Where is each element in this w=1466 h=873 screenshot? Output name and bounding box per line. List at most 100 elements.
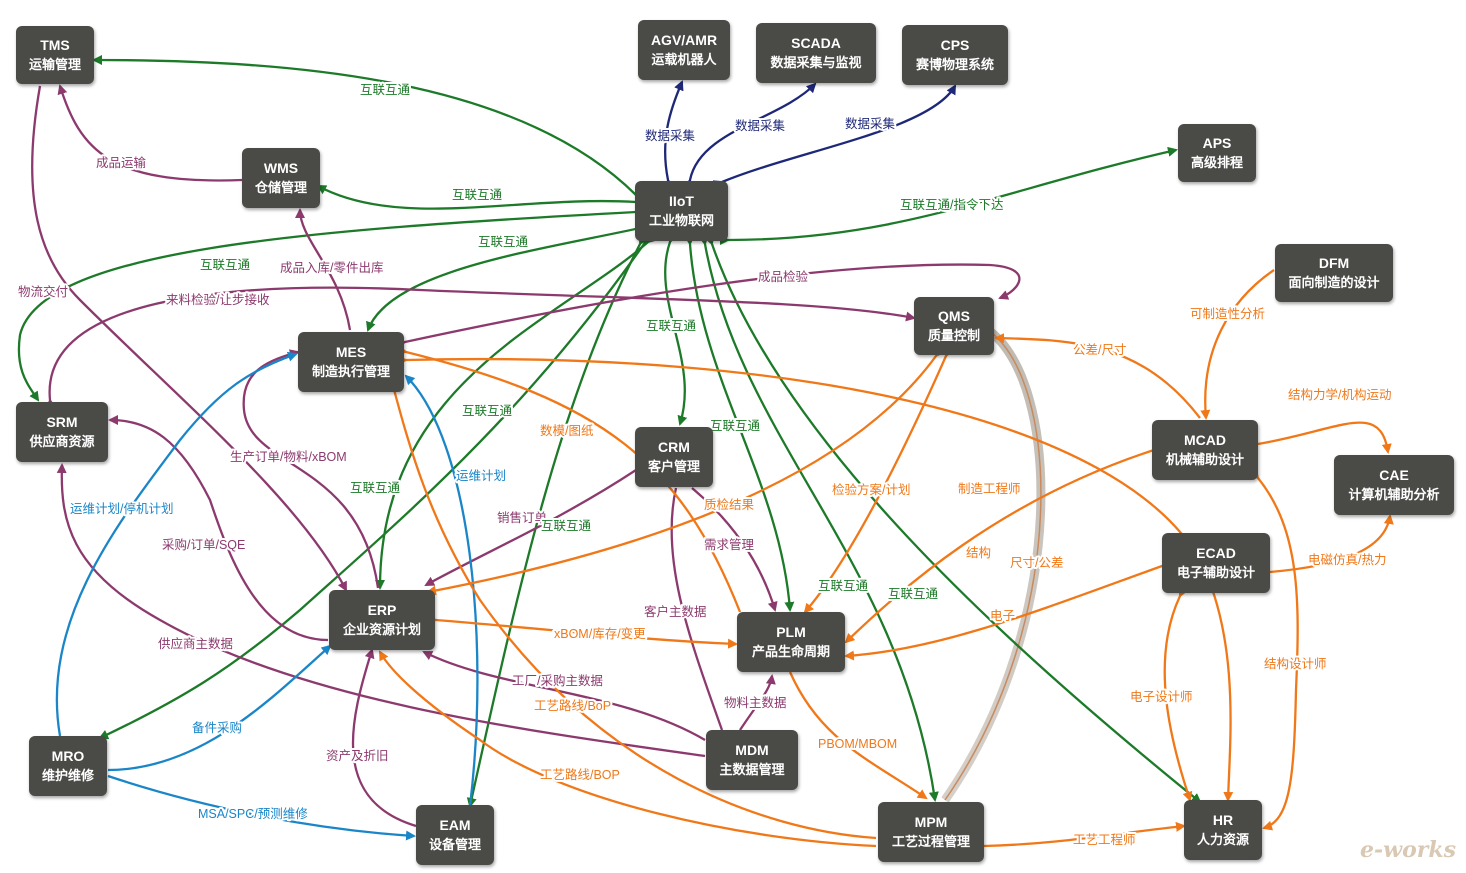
- node-desc: 数据采集与监视: [770, 55, 862, 70]
- node-wms[interactable]: WMS 仓储管理: [242, 148, 320, 208]
- edge-mcad-hr: [1249, 468, 1299, 831]
- node-dfm[interactable]: DFM 面向制造的设计: [1275, 244, 1393, 302]
- node-mcad[interactable]: MCAD 机械辅助设计: [1152, 420, 1258, 480]
- edge-label: PBOM/MBOM: [818, 737, 897, 751]
- edge-label: 运维计划: [456, 469, 506, 483]
- node-name: CAE: [1379, 467, 1409, 483]
- edge-tms-erp: [31, 85, 348, 592]
- edge-mro-eam: [107, 774, 416, 841]
- edge-label: 来料检验/让步接收: [166, 292, 270, 307]
- node-name: EAM: [439, 817, 471, 833]
- edge-ecad-plm: [844, 558, 1172, 661]
- node-erp[interactable]: ERP 企业资源计划: [329, 590, 435, 650]
- edge-label: 成品检验: [758, 269, 809, 284]
- node-name: WMS: [263, 160, 299, 176]
- edge-label: 销售订单: [497, 510, 547, 525]
- edge-labels: 互联互通 数据采集 数据采集 数据采集 成品运输 互联互通 互联互通/指令下达 …: [16, 81, 1393, 849]
- edge-label: 互联互通: [646, 319, 697, 333]
- node-desc: 企业资源计划: [342, 622, 421, 637]
- node-eam[interactable]: EAM 设备管理: [416, 805, 494, 865]
- node-desc: 设备管理: [428, 837, 481, 852]
- edge-label: 物料主数据: [724, 695, 787, 710]
- edge-iiot-tms: [92, 55, 646, 205]
- node-desc: 主数据管理: [719, 762, 785, 777]
- node-name: APS: [1202, 135, 1232, 151]
- edge-label: 工艺路线/BoP: [534, 698, 611, 713]
- edge-label: 互联互通: [710, 419, 761, 433]
- edge-ecad-hr: [1163, 586, 1193, 802]
- edge-label: 结构: [966, 545, 991, 560]
- edge-label: 工艺工程师: [1073, 832, 1136, 847]
- edge-label: 工艺路线/BOP: [540, 767, 620, 782]
- node-name: ECAD: [1196, 545, 1236, 561]
- edge-label: MSA/SPC/预测维修: [198, 806, 308, 821]
- edge-label: 公差/尺寸: [1073, 343, 1126, 357]
- edge-label: 互联互通: [478, 235, 529, 249]
- edge-mes-wms: [295, 208, 352, 331]
- edge-label: 成品入库/零件出库: [280, 260, 383, 275]
- node-scada[interactable]: SCADA 数据采集与监视: [756, 23, 876, 83]
- node-name: DFM: [1318, 255, 1350, 271]
- edge-erp-srm: [108, 415, 329, 642]
- edge-label: 电子: [990, 609, 1015, 623]
- edge-label: 结构设计师: [1264, 656, 1327, 671]
- node-mpm[interactable]: MPM 工艺过程管理: [878, 802, 984, 862]
- node-desc: 运输管理: [28, 57, 81, 72]
- node-name: CRM: [658, 439, 690, 455]
- node-name: SCADA: [791, 35, 841, 51]
- edge-mro-mes: [55, 351, 298, 737]
- edge-eam-erp: [351, 648, 417, 828]
- edge-label: 运维计划/停机计划: [70, 501, 173, 516]
- edge-iiot-crm: [664, 232, 688, 426]
- edge-label: 采购/订单/SQE: [162, 537, 245, 552]
- node-desc: 面向制造的设计: [1288, 275, 1380, 290]
- node-mdm[interactable]: MDM 主数据管理: [706, 730, 798, 790]
- edge-label: 互联互通/指令下达: [900, 197, 1004, 212]
- edge-wms-tms: [57, 84, 243, 182]
- edge-label: 数据采集: [845, 116, 896, 131]
- edge-label: 质检结果: [704, 497, 755, 512]
- node-name: HR: [1212, 812, 1234, 828]
- edge-label: 互联互通: [888, 587, 939, 601]
- node-desc: 工艺过程管理: [891, 834, 970, 849]
- edge-erp-mes: [242, 349, 380, 589]
- edge-label: 物流交付: [18, 284, 68, 299]
- node-name: MCAD: [1184, 432, 1226, 448]
- edge-srm-qms: [45, 286, 916, 409]
- edge-label: 互联互通: [360, 83, 411, 97]
- edge-label: 互联互通: [200, 258, 251, 272]
- edge-label: 成品运输: [96, 155, 147, 170]
- node-name: MPM: [914, 814, 948, 830]
- node-name: MDM: [735, 742, 769, 758]
- edge-label: 电子设计师: [1130, 689, 1193, 704]
- node-desc: 机械辅助设计: [1165, 452, 1244, 467]
- node-desc: 质量控制: [927, 328, 980, 343]
- node-name: MES: [335, 344, 367, 360]
- edge-iiot-aps: [719, 146, 1178, 246]
- edge-label: 互联互通: [541, 519, 592, 533]
- node-name: ERP: [367, 602, 397, 618]
- edge-label: 互联互通: [350, 481, 401, 495]
- node-name: AGV/AMR: [650, 32, 718, 48]
- edge-mpm-mes: [389, 380, 877, 840]
- node-desc: 仓储管理: [254, 180, 307, 195]
- edge-mro-erp: [107, 644, 332, 772]
- edge-label: 供应商主数据: [158, 636, 233, 651]
- edge-mpm-erp: [378, 650, 877, 848]
- e-works-logo: e-works: [1360, 837, 1456, 863]
